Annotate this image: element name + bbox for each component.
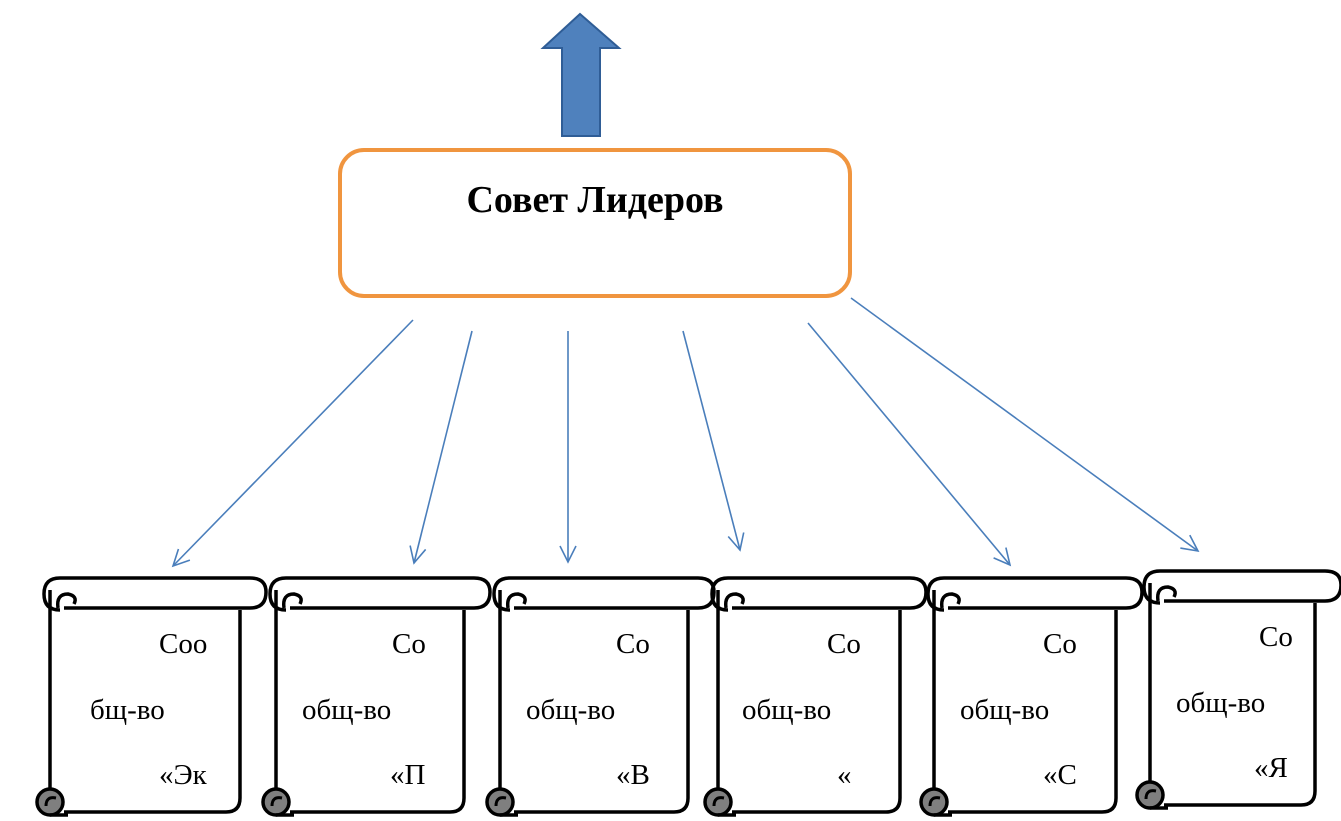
center-node [338, 148, 852, 298]
connector-arrow-2 [409, 330, 473, 565]
scroll-5-line1: Со [1043, 628, 1077, 660]
scroll-5-line2: общ-во [960, 694, 1050, 726]
up-arrow-icon [540, 12, 622, 137]
scroll-1-line2: бщ-во [90, 694, 165, 726]
scroll-6-line3: «Я [1254, 752, 1288, 784]
scroll-2-line3: «П [390, 759, 426, 791]
center-node-title: Совет Лидеров [466, 179, 724, 221]
scroll-3-line1: Со [616, 628, 650, 660]
scroll-3-line2: общ-во [526, 694, 616, 726]
scroll-card [485, 576, 716, 817]
scroll-2-line2: общ-во [302, 694, 392, 726]
connector-arrow-6 [850, 297, 1200, 553]
scroll-5-line3: «С [1043, 759, 1077, 791]
scroll-6-line1: Со [1259, 621, 1293, 653]
scroll-2-line1: Со [392, 628, 426, 660]
scroll-6-line2: общ-во [1176, 687, 1266, 719]
scroll-3-line3: «В [616, 759, 650, 791]
scroll-card [35, 576, 268, 817]
scroll-card [919, 576, 1144, 817]
scroll-card [1135, 569, 1341, 810]
scroll-card [703, 576, 928, 817]
scroll-4-line1: Со [827, 628, 861, 660]
connector-arrow-1 [171, 319, 414, 568]
connector-arrow-5 [807, 322, 1012, 567]
connector-arrow-4 [682, 330, 745, 552]
connector-group [171, 297, 1200, 568]
scroll-4-line2: общ-во [742, 694, 832, 726]
scroll-card [261, 576, 492, 817]
scroll-4-line3: « [837, 759, 852, 791]
scroll-1-line1: Соо [159, 628, 208, 660]
scroll-1-line3: «Эк [159, 759, 207, 791]
